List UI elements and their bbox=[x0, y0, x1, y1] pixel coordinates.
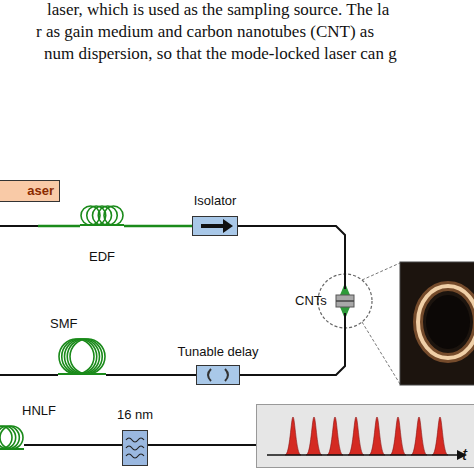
filter-symbol bbox=[123, 431, 149, 467]
fiber-connector bbox=[148, 444, 256, 446]
isolator-symbol bbox=[193, 217, 239, 237]
coil-loop bbox=[70, 339, 105, 374]
node-label: Isolator bbox=[194, 193, 237, 208]
fiber-connector bbox=[106, 374, 196, 376]
coil-loop bbox=[0, 426, 12, 449]
coil-lead bbox=[80, 224, 124, 226]
fiber-wire bbox=[0, 225, 38, 227]
filter-wave bbox=[126, 438, 144, 442]
body-text-line: num dispersion, so that the mode-locked … bbox=[44, 44, 397, 64]
delay-lens bbox=[225, 369, 228, 381]
fiber-coil bbox=[58, 338, 106, 375]
optical-pulse bbox=[411, 417, 427, 455]
connector-ferrule bbox=[340, 307, 350, 319]
fiber-connector bbox=[24, 444, 122, 446]
filter-wave bbox=[126, 454, 144, 458]
photo-ring-glow bbox=[418, 286, 474, 358]
optical-pulse bbox=[432, 417, 448, 455]
optical-pulse bbox=[348, 417, 364, 455]
zoom-leader bbox=[362, 322, 400, 384]
cnt-symbol bbox=[339, 289, 351, 313]
node-label: aser bbox=[27, 183, 54, 198]
node-label: CNTs bbox=[295, 293, 327, 308]
coil-loop bbox=[0, 426, 23, 449]
node-label: Tunable delay bbox=[177, 344, 258, 359]
smf-coil: SMF bbox=[58, 338, 106, 375]
filter-box: 16 nm bbox=[122, 430, 148, 466]
delay-box: Tunable delay bbox=[196, 365, 240, 385]
photo-ring bbox=[418, 286, 474, 358]
isolator-box: Isolator bbox=[192, 216, 238, 236]
fiber-connector bbox=[124, 225, 192, 228]
coil-lead bbox=[58, 373, 106, 375]
connector-ferrule bbox=[340, 283, 350, 295]
fiber-wire bbox=[0, 374, 58, 376]
gain-fiber-wire bbox=[38, 225, 80, 228]
laser-box: aser bbox=[0, 180, 60, 202]
coil-lead bbox=[0, 448, 24, 450]
optical-pulse bbox=[390, 417, 406, 455]
fiber-coil bbox=[0, 425, 24, 450]
body-text-line: r as gain medium and carbon nanotubes (C… bbox=[36, 22, 374, 42]
zoom-leader bbox=[362, 263, 400, 280]
node-label: 16 nm bbox=[117, 407, 153, 422]
cnt-photo bbox=[400, 262, 474, 385]
delay-symbol bbox=[197, 366, 241, 386]
optical-pulse bbox=[306, 417, 322, 455]
isolator-arrow-head bbox=[223, 219, 233, 233]
filter-wave bbox=[126, 446, 144, 450]
time-axis bbox=[267, 454, 457, 456]
optical-pulse bbox=[369, 417, 385, 455]
cnt-film bbox=[336, 300, 354, 302]
fiber-coil bbox=[80, 205, 124, 226]
node-label: EDF bbox=[89, 249, 115, 264]
gain-fiber-coil: EDF bbox=[80, 205, 124, 226]
isolator-arrow-shaft bbox=[201, 224, 225, 228]
delay-lens bbox=[208, 369, 211, 381]
node-label: t bbox=[462, 445, 467, 465]
connector-body bbox=[336, 295, 354, 307]
pulse-train-panel: t bbox=[256, 404, 474, 468]
optical-pulse bbox=[327, 417, 343, 455]
node-label: SMF bbox=[50, 316, 77, 331]
pulses-symbol bbox=[257, 405, 474, 469]
optical-pulse bbox=[285, 417, 301, 455]
coil-loop bbox=[67, 339, 102, 374]
photo-core bbox=[426, 295, 470, 349]
body-text-line: laser, which is used as the sampling sou… bbox=[47, 0, 389, 20]
cnt-connector: CNTs bbox=[339, 289, 351, 313]
node-label: HNLF bbox=[22, 403, 56, 418]
coil-loop bbox=[104, 206, 123, 225]
hnlf-coil: HNLF bbox=[0, 425, 24, 450]
fiber-connector bbox=[238, 226, 345, 289]
